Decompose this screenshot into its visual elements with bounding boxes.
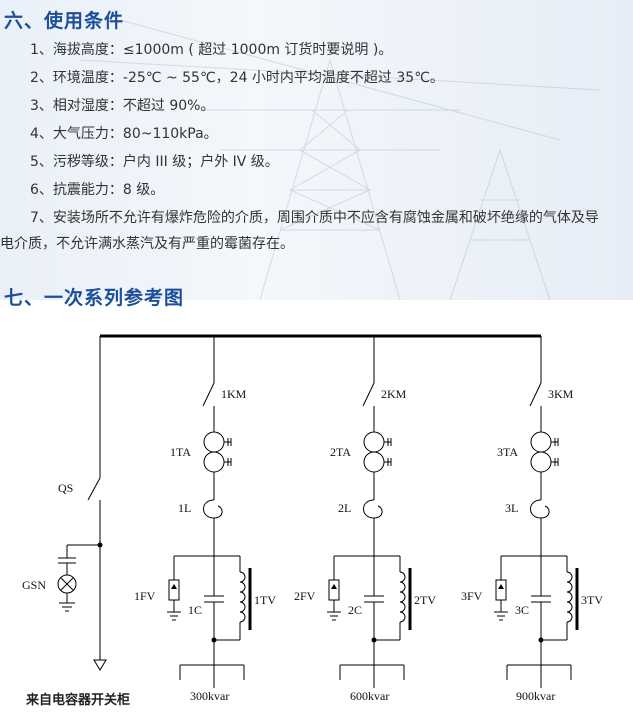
condition-item-6: 6、抗震能力：8 级。	[30, 182, 165, 198]
branch-2	[327, 336, 412, 688]
incoming-feeder	[57, 336, 107, 671]
condition-item-2: 2、环境温度：-25℃ ~ 55℃，24 小时内平均温度不超过 35℃。	[30, 70, 444, 86]
branch-3-c-label: 3C	[515, 603, 529, 617]
branch-3-ta-label: 3TA	[497, 445, 518, 459]
branch-2-c-label: 2C	[348, 603, 362, 617]
branch-1-rating-label: 300kvar	[190, 689, 229, 703]
branch-1-km-label: 1KM	[221, 387, 247, 401]
branch-2-rating-label: 600kvar	[350, 689, 389, 703]
diagram-area	[12, 315, 628, 719]
branch-3-rating-label: 900kvar	[516, 689, 555, 703]
branch-2-l-label: 2L	[338, 501, 351, 515]
branch-3-tv-label: 3TV	[581, 593, 603, 607]
condition-item-4: 4、大气压力：80~110kPa。	[30, 126, 218, 142]
branch-1-fv-label: 1FV	[134, 589, 156, 603]
branch-3-l-label: 3L	[505, 501, 518, 515]
condition-item-1: 1、海拔高度：≤1000m ( 超过 1000m 订货时要说明 )。	[30, 42, 393, 58]
gsn-label: GSN	[22, 578, 46, 592]
branch-2-km-label: 2KM	[381, 387, 407, 401]
qs-label: QS	[58, 481, 73, 495]
branch-1-l-label: 1L	[178, 501, 191, 515]
branch-1	[167, 336, 252, 688]
branch-2-tv-label: 2TV	[414, 593, 436, 607]
power-tower-watermark	[79, 19, 601, 300]
branch-2-ta-label: 2TA	[330, 445, 351, 459]
branch-1-ta-label: 1TA	[170, 445, 191, 459]
branch-3-km-label: 3KM	[548, 387, 574, 401]
branch-2-fv-label: 2FV	[294, 589, 316, 603]
branch-3-fv-label: 3FV	[461, 589, 483, 603]
branch-1-c-label: 1C	[188, 603, 202, 617]
branch-3	[494, 336, 579, 688]
condition-item-5: 5、污秽等级：户内 III 级；户外 IV 级。	[30, 154, 279, 170]
section-6-title: 六、使用条件	[4, 10, 125, 32]
condition-item-3: 3、相对湿度：不超过 90%。	[30, 98, 215, 114]
header-background	[0, 0, 633, 300]
section-7-title: 七、一次系列参考图	[4, 287, 185, 309]
branch-1-tv-label: 1TV	[254, 593, 276, 607]
condition-item-7-continuation: 电介质，不允许满水蒸汽及有严重的霉菌存在。	[0, 236, 294, 252]
source-label: 来自电容器开关柜	[25, 692, 130, 708]
condition-item-7: 7、安装场所不允许有爆炸危险的介质，周围介质中不应含有腐蚀金属和破坏绝缘的气体及…	[30, 210, 599, 226]
junction-dot	[97, 542, 103, 548]
